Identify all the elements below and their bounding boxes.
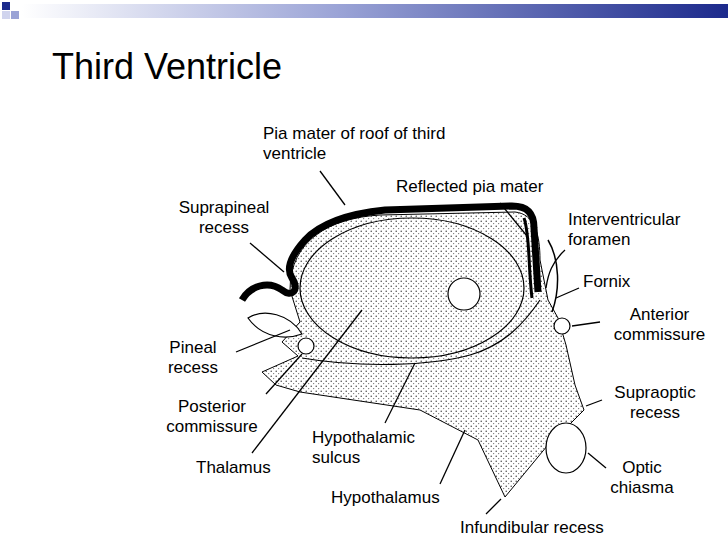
leader-line xyxy=(486,499,501,514)
leader-line xyxy=(236,330,290,352)
leader-line xyxy=(556,288,579,298)
header-square xyxy=(11,11,19,19)
part-label: Reflected pia mater xyxy=(396,177,543,197)
part-label: Posterior commissure xyxy=(150,397,274,437)
leader-line xyxy=(320,171,345,205)
leader-line xyxy=(440,430,465,484)
header-square xyxy=(2,11,10,19)
optic-chiasma xyxy=(546,423,586,473)
pineal-body xyxy=(248,313,302,337)
fornix xyxy=(548,240,558,312)
part-label: Interventricular foramen xyxy=(568,210,718,250)
header-square xyxy=(2,2,10,10)
anterior-commissure xyxy=(554,318,570,334)
reflected-pia-mater xyxy=(524,218,532,298)
leader-line xyxy=(588,453,606,468)
part-label: Suprapineal recess xyxy=(158,198,290,238)
leader-line xyxy=(586,400,602,406)
header-bar xyxy=(22,4,728,18)
part-label: Hypothalamus xyxy=(331,488,440,508)
part-label: Infundibular recess xyxy=(460,518,604,538)
part-label: Anterior commissure xyxy=(597,305,722,345)
leader-line xyxy=(266,354,302,394)
leader-line xyxy=(572,322,600,326)
pia-mater-roof xyxy=(242,206,538,300)
slide-title: Third Ventricle xyxy=(52,46,282,88)
part-label: Supraoptic recess xyxy=(605,383,705,423)
leader-line xyxy=(546,250,565,288)
part-label: Pia mater of roof of third ventricle xyxy=(263,124,463,164)
thalamus-outline xyxy=(300,218,524,358)
part-label: Hypothalamic sulcus xyxy=(312,428,432,468)
part-label: Pineal recess xyxy=(152,338,234,378)
part-label: Fornix xyxy=(583,272,630,292)
leader-line xyxy=(385,363,415,423)
part-label: Optic chiasma xyxy=(600,458,684,498)
posterior-commissure xyxy=(298,338,314,354)
part-label: Thalamus xyxy=(196,458,271,478)
leader-line xyxy=(250,243,284,272)
leader-line xyxy=(500,203,527,236)
hypothalamic-sulcus-line xyxy=(302,300,540,364)
interthalamic-adhesion xyxy=(448,278,480,310)
